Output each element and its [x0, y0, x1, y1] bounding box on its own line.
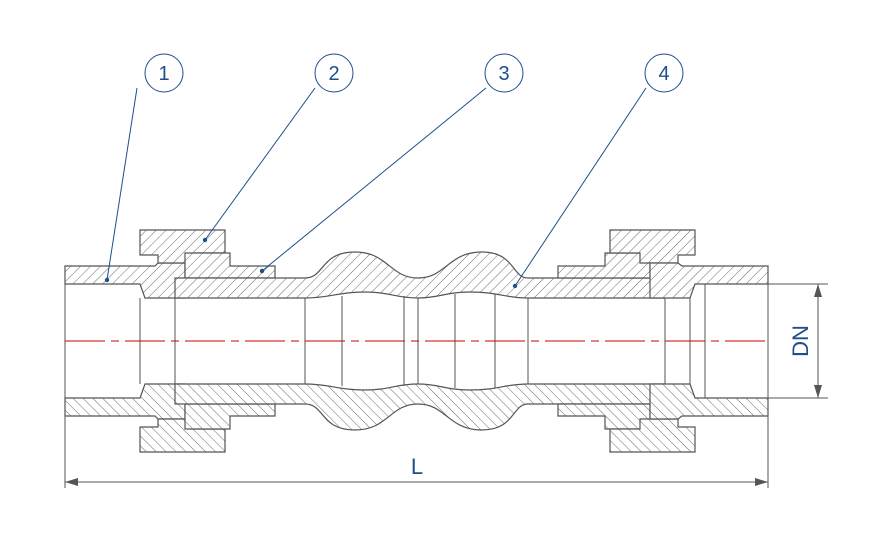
rubber-body-bottom	[174, 383, 666, 431]
left-collar-top	[184, 252, 276, 279]
callout-number: 1	[158, 63, 169, 85]
callout-bubble	[144, 53, 184, 93]
rubber-body-top	[174, 251, 666, 299]
diameter-label: DN	[788, 325, 813, 357]
callout-bubble	[314, 53, 354, 93]
callout-leaders	[106, 87, 647, 287]
callout-number: 4	[658, 63, 669, 85]
dimension-arrow-right	[755, 478, 768, 486]
callout-number: 2	[328, 63, 339, 85]
dimension-arrow-left	[65, 478, 78, 486]
dimension-arrow-top	[814, 284, 822, 297]
left-end-socket-top	[64, 262, 186, 299]
right-end-socket-bottom	[649, 383, 769, 420]
callout-2: 2	[314, 53, 354, 93]
callout-number: 3	[498, 63, 509, 85]
left-end-socket-bottom	[64, 383, 186, 420]
upper-section	[64, 229, 769, 299]
length-label: L	[411, 454, 423, 479]
right-collar-top	[557, 252, 651, 279]
callout-3: 3	[484, 53, 524, 93]
dimension-length	[64, 410, 769, 488]
left-collar-bottom	[184, 403, 276, 430]
callout-dots	[104, 237, 518, 289]
right-end-socket-top	[649, 262, 769, 299]
callout-bubble	[644, 53, 684, 93]
callout-1: 1	[144, 53, 184, 93]
dimension-arrow-bottom	[814, 385, 822, 398]
callout-bubble	[484, 53, 524, 93]
lower-section	[64, 383, 769, 453]
right-collar-bottom	[557, 403, 651, 430]
callout-4: 4	[644, 53, 684, 93]
